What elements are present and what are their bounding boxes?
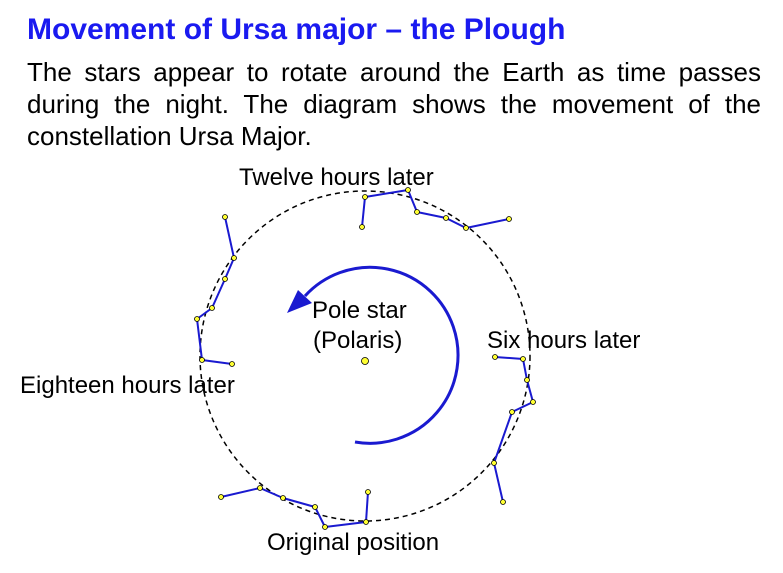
- orbit-circle: [199, 190, 531, 522]
- label-six-hours-later: Six hours later: [487, 327, 640, 354]
- plough-original-position: [218, 485, 371, 530]
- page-title: Movement of Ursa major – the Plough: [27, 13, 566, 46]
- rotation-arrow: [303, 265, 460, 445]
- rotation-arrowhead: [287, 290, 312, 313]
- plough-twelve-hours-later: [359, 187, 512, 231]
- label-eighteen-hours-later: Eighteen hours later: [20, 372, 235, 399]
- label-twelve-hours-later: Twelve hours later: [239, 164, 434, 191]
- label-polaris: (Polaris): [313, 327, 402, 354]
- pole-star: [361, 357, 369, 365]
- plough-eighteen-hours-later: [194, 214, 237, 367]
- label-pole-star: Pole star: [312, 297, 407, 324]
- plough-six-hours-later: [491, 354, 536, 505]
- label-original-position: Original position: [267, 529, 439, 556]
- description-text: The stars appear to rotate around the Ea…: [27, 57, 761, 151]
